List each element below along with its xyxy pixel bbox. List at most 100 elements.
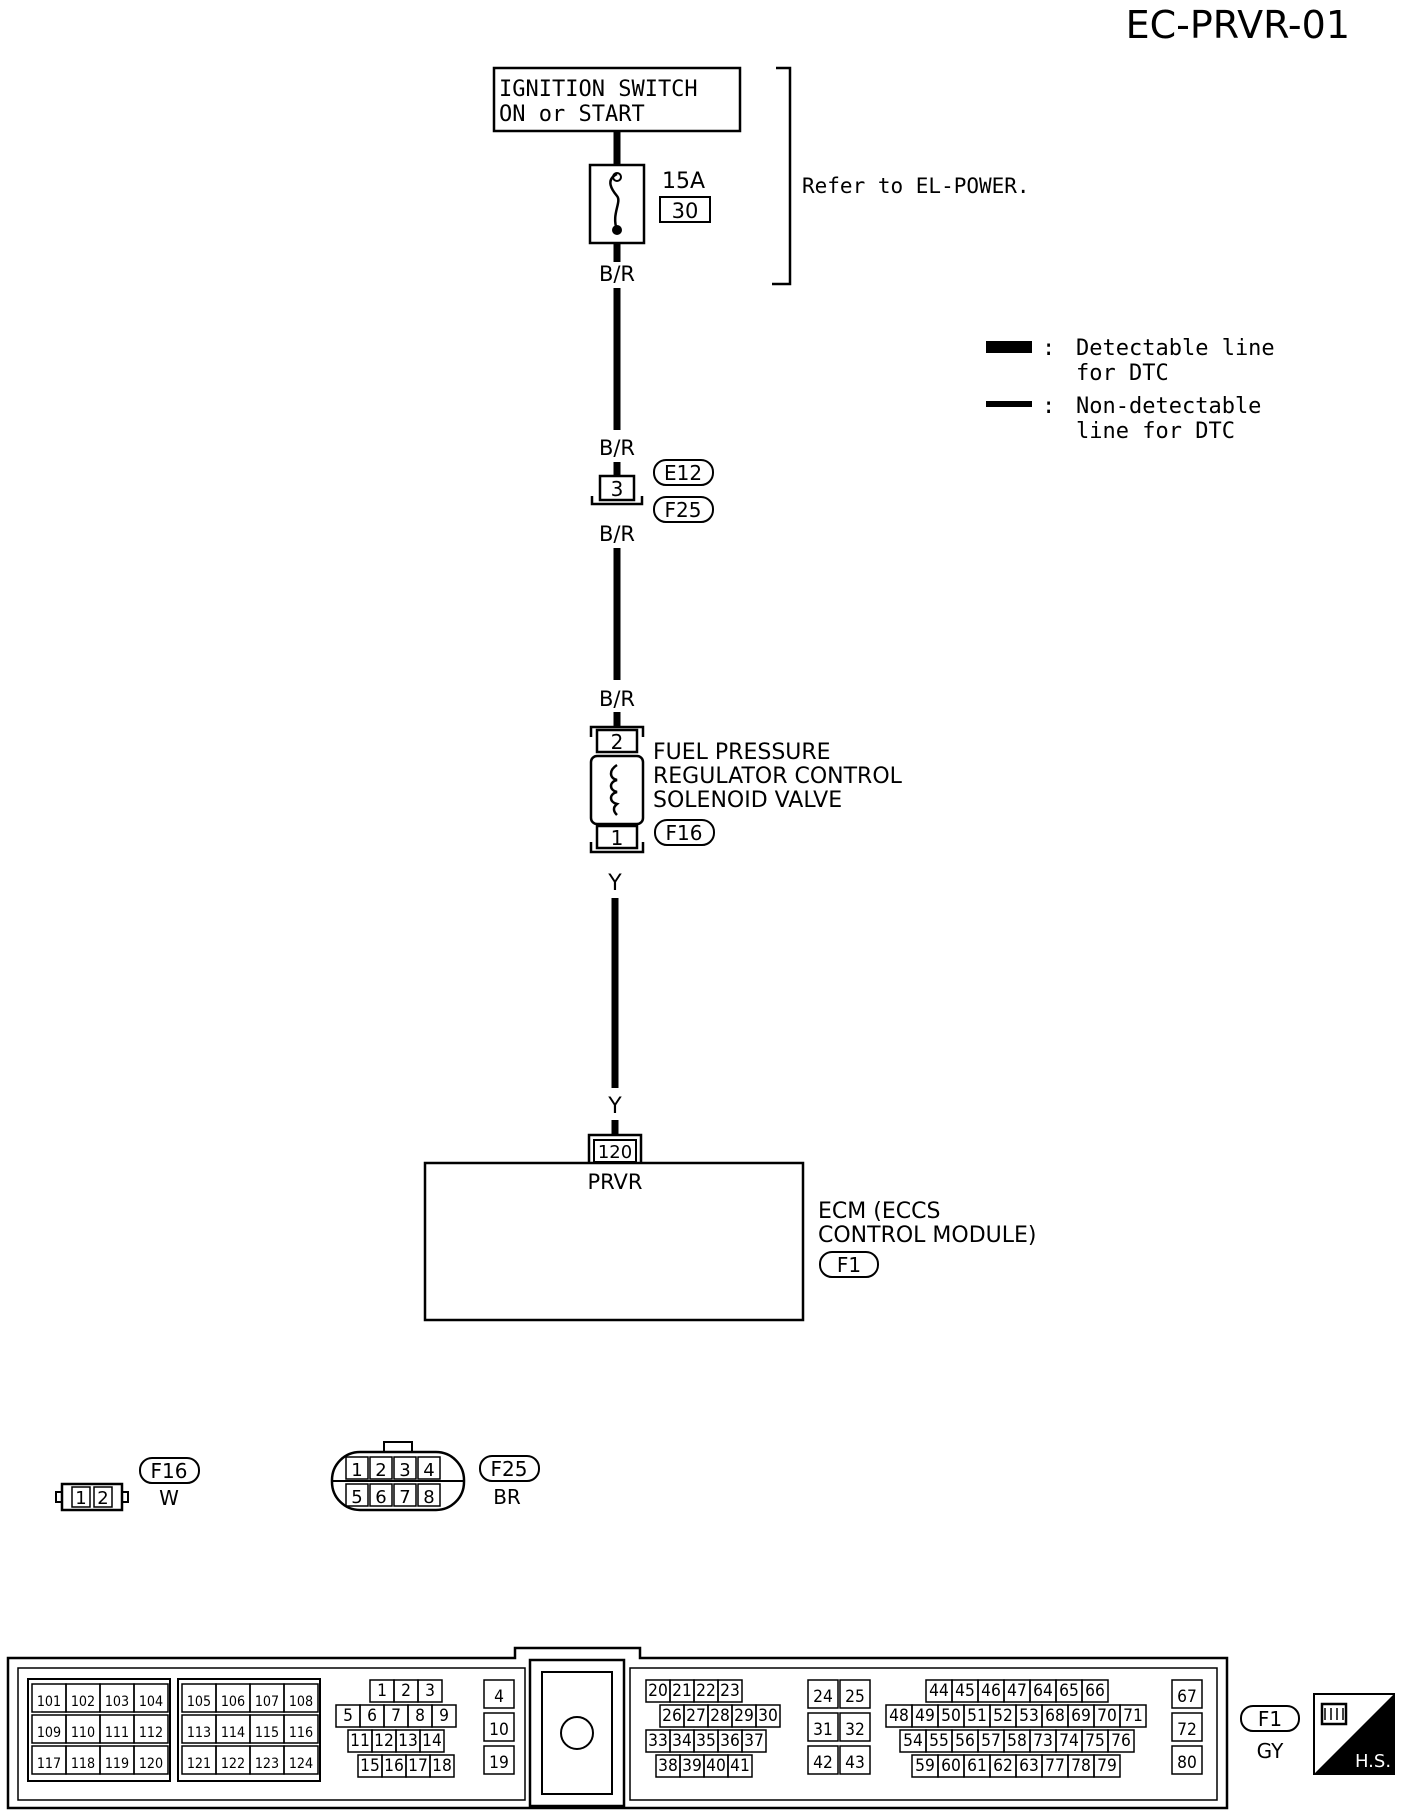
fuse-30: 15A 30 [588, 163, 711, 245]
fuse-number: 30 [672, 199, 699, 223]
f1-pin-1: 1 [377, 1681, 387, 1701]
f1-pin-33: 33 [648, 1731, 668, 1751]
joint-pin: 3 [611, 477, 624, 501]
f1-pin-22: 22 [696, 1681, 716, 1701]
joint-connector-e12-f25: 3 E12 F25 [590, 459, 714, 523]
f1-pin-55: 55 [929, 1731, 949, 1751]
legend-detectable-line2: for DTC [1076, 361, 1169, 386]
ecm-signal: PRVR [587, 1170, 642, 1194]
f1-pin-17: 17 [408, 1756, 428, 1776]
f1-pin-10: 10 [489, 1720, 509, 1740]
f1-pin-cell [133, 1714, 169, 1744]
f1-pin-64: 64 [1033, 1681, 1053, 1701]
f1-pin-cell [839, 1745, 871, 1775]
solenoid-pin-bottom: 1 [611, 826, 624, 850]
f1-pin-cell [839, 1679, 871, 1709]
f1-pin-77: 77 [1045, 1756, 1065, 1776]
f1-pin-44: 44 [929, 1681, 949, 1701]
f1-pin-72: 72 [1177, 1720, 1197, 1740]
ecm-name-line2: CONTROL MODULE) [818, 1223, 1037, 1248]
f1-pin-46: 46 [981, 1681, 1001, 1701]
f1-pin-40: 40 [706, 1756, 726, 1776]
f1-pin-124: 124 [289, 1756, 313, 1772]
f1-pin-37: 37 [744, 1731, 764, 1751]
wire-label-below-valve: Y [607, 871, 622, 896]
f16-pin-1: 1 [75, 1488, 86, 1509]
f1-pin-104: 104 [139, 1694, 163, 1710]
solenoid-valve: 2 1 FUEL PRESSURE REGULATOR CONTROL SOLE… [589, 725, 903, 854]
ignition-switch-line2: ON or START [499, 102, 645, 127]
f1-pin-6: 6 [367, 1706, 377, 1726]
f1-pin-cell [755, 1704, 781, 1728]
f1-pin-24: 24 [813, 1687, 833, 1707]
f1-pin-59: 59 [915, 1756, 935, 1776]
f1-pin-69: 69 [1071, 1706, 1091, 1726]
f1-pin-122: 122 [221, 1756, 245, 1772]
f1-pin-4: 4 [494, 1687, 504, 1707]
f1-pin-102: 102 [71, 1694, 95, 1710]
hs-label: H.S. [1355, 1751, 1391, 1772]
f1-pin-70: 70 [1097, 1706, 1117, 1726]
f1-pin-cell [133, 1745, 169, 1775]
f1-pin-18: 18 [432, 1756, 452, 1776]
f1-pin-60: 60 [941, 1756, 961, 1776]
f1-pin-101: 101 [37, 1694, 61, 1710]
f1-pin-36: 36 [720, 1731, 740, 1751]
legend-thick-line-icon [986, 341, 1032, 353]
f1-pin-76: 76 [1111, 1731, 1131, 1751]
f1-pin-cell [1093, 1754, 1121, 1778]
f1-pin-113: 113 [187, 1725, 211, 1741]
f1-pin-cell [1119, 1704, 1147, 1728]
f1-pin-13: 13 [398, 1731, 418, 1751]
f1-pin-108: 108 [289, 1694, 313, 1710]
f1-pin-5: 5 [343, 1706, 353, 1726]
f1-pin-117: 117 [37, 1756, 61, 1772]
f1-pin-32: 32 [845, 1720, 865, 1740]
legend-detectable-line1: Detectable line [1076, 336, 1275, 361]
f1-pin-34: 34 [672, 1731, 692, 1751]
f1-pin-47: 47 [1007, 1681, 1027, 1701]
f1-pin-38: 38 [658, 1756, 678, 1776]
tag-f25-joint: F25 [665, 498, 702, 522]
f1-pin-25: 25 [845, 1687, 865, 1707]
legend-thin-line-icon [986, 401, 1032, 407]
f1-pin-119: 119 [105, 1756, 129, 1772]
f1-pin-cell [1171, 1679, 1203, 1709]
f1-pin-43: 43 [845, 1753, 865, 1773]
f1-pin-3: 3 [425, 1681, 435, 1701]
f1-pin-cell [1171, 1712, 1203, 1742]
f1-pin-cell [727, 1754, 753, 1778]
ecm-pin: 120 [598, 1142, 632, 1163]
f1-pin-12: 12 [374, 1731, 394, 1751]
f1-pin-71: 71 [1123, 1706, 1143, 1726]
legend-non-detectable-line1: Non-detectable [1076, 394, 1261, 419]
f1-pin-cell [1107, 1729, 1135, 1753]
f25-pin-4: 4 [423, 1460, 434, 1481]
fuse-symbol-icon [609, 172, 620, 231]
legend-separator-2: : [1042, 394, 1055, 419]
f1-pin-57: 57 [981, 1731, 1001, 1751]
f1-pin-cell [483, 1679, 515, 1709]
f1-pin-49: 49 [915, 1706, 935, 1726]
f1-pin-118: 118 [71, 1756, 95, 1772]
f25-pin-7: 7 [399, 1487, 410, 1508]
f1-pin-50: 50 [941, 1706, 961, 1726]
f1-pin-20: 20 [648, 1681, 668, 1701]
f1-pin-74: 74 [1059, 1731, 1079, 1751]
f1-pin-42: 42 [813, 1753, 833, 1773]
f1-pin-14: 14 [422, 1731, 442, 1751]
legend-separator-1: : [1042, 336, 1055, 361]
f1-pin-cell [1081, 1679, 1109, 1703]
f1-color: GY [1257, 1739, 1285, 1763]
solenoid-name-line2: REGULATOR CONTROL [653, 764, 903, 789]
f1-pin-cell [839, 1712, 871, 1742]
f1-pin-65: 65 [1059, 1681, 1079, 1701]
f25-pin-2: 2 [375, 1460, 386, 1481]
tag-f25-face: F25 [491, 1457, 528, 1481]
wire-label-below-joint: B/R [599, 522, 635, 546]
f1-pin-103: 103 [105, 1694, 129, 1710]
f1-pin-cell [741, 1729, 767, 1753]
f1-pin-54: 54 [903, 1731, 923, 1751]
f1-pin-115: 115 [255, 1725, 279, 1741]
